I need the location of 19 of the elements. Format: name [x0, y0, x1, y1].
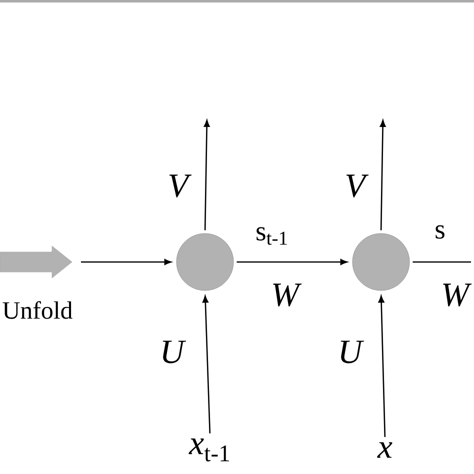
arrow: [236, 259, 348, 265]
edge-label: U: [340, 340, 364, 364]
edge-label: V: [169, 174, 192, 198]
state-label: s: [436, 225, 444, 239]
input-label: x: [377, 442, 392, 458]
unfold-label: Unfold: [2, 301, 72, 319]
edge-label: U: [162, 340, 186, 364]
edge-label: W: [443, 284, 472, 306]
arrow: [81, 259, 172, 265]
arrow: [202, 296, 211, 434]
arrow: [378, 296, 386, 438]
state-label: s$_{t-1}$: [256, 227, 287, 245]
arrow: [204, 120, 210, 230]
state-circle: [352, 233, 410, 291]
edge-label: W: [273, 284, 302, 306]
edge-label: V: [346, 174, 369, 198]
input-label: x$_{t-1}$: [188, 438, 230, 462]
state-circle: [176, 233, 234, 291]
arrow: [380, 120, 386, 230]
